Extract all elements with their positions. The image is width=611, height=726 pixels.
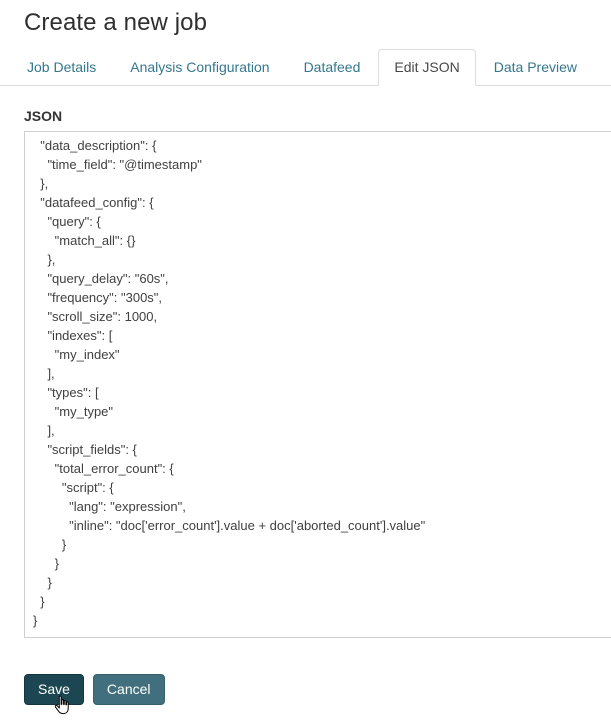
cancel-button[interactable]: Cancel (92, 674, 165, 705)
json-editor[interactable]: "data_description": { "time_field": "@ti… (24, 131, 611, 638)
tab-edit-json[interactable]: Edit JSON (378, 49, 476, 86)
tab-data-preview[interactable]: Data Preview (478, 49, 593, 86)
tab-data-preview-label[interactable]: Data Preview (493, 59, 578, 75)
action-button-row: Save Cancel (24, 674, 165, 705)
page-title: Create a new job (24, 9, 208, 36)
tab-job-details[interactable]: Job Details (11, 49, 112, 86)
tab-edit-json-label[interactable]: Edit JSON (378, 49, 476, 86)
save-button[interactable]: Save (24, 674, 84, 705)
tab-datafeed[interactable]: Datafeed (288, 49, 377, 86)
tab-bar: Job Details Analysis Configuration Dataf… (0, 49, 611, 86)
tab-analysis-configuration[interactable]: Analysis Configuration (114, 49, 285, 86)
tab-job-details-label[interactable]: Job Details (27, 59, 97, 75)
json-editor-label: JSON (24, 108, 63, 124)
tab-analysis-configuration-label[interactable]: Analysis Configuration (130, 59, 270, 75)
tab-datafeed-label[interactable]: Datafeed (303, 59, 361, 75)
